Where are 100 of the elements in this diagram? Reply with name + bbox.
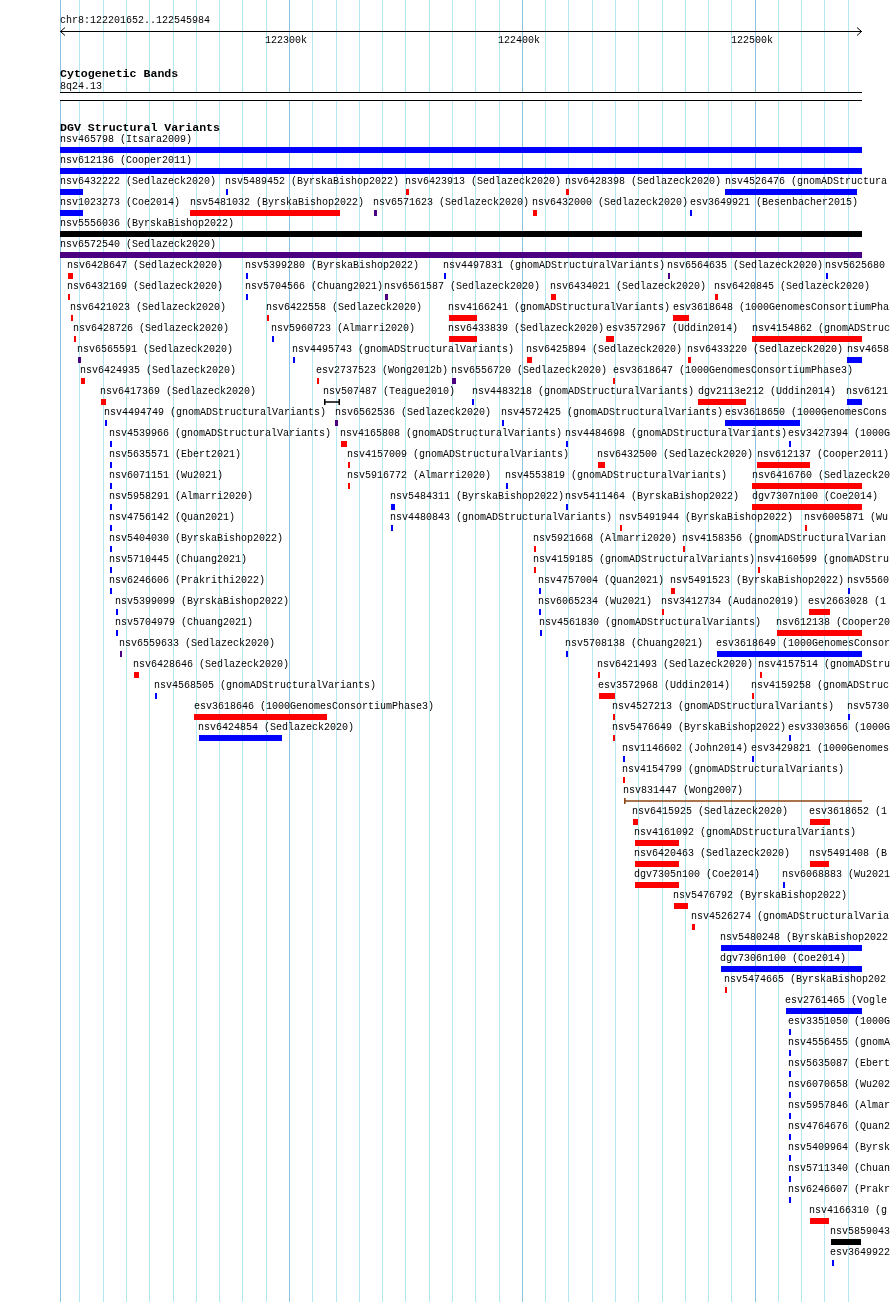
variant-label: nsv6564635 (Sedlazeck2020): [667, 260, 824, 272]
variant-label: nsv6420463 (Sedlazeck2020): [634, 848, 791, 860]
variant-label: esv3649922: [830, 1247, 890, 1259]
variant-label: nsv5491944 (ByrskaBishop2022): [619, 512, 794, 524]
track-title: DGV Structural Variants: [60, 121, 221, 134]
variant-label: nsv5960723 (Almarri2020): [271, 323, 416, 335]
variant-label: nsv4658: [847, 344, 889, 356]
variant-label: nsv6424854 (Sedlazeck2020): [198, 722, 355, 734]
variant-label: esv2663028 (1: [808, 596, 886, 608]
variant-label: nsv6421023 (Sedlazeck2020): [70, 302, 227, 314]
variant-label: nsv6556720 (Sedlazeck2020): [451, 365, 608, 377]
variant-label: dgv2113e212 (Uddin2014): [698, 386, 837, 398]
variant-label: nsv5476792 (ByrskaBishop2022): [673, 890, 848, 902]
variant-label: nsv5484311 (ByrskaBishop2022): [390, 491, 565, 503]
variant-label: nsv5404030 (ByrskaBishop2022): [109, 533, 284, 545]
variant-label: nsv4158356 (gnomADStructuralVarian: [682, 533, 887, 545]
variant-label: nsv5730: [847, 701, 889, 713]
variant-label: nsv6068883 (Wu2021: [782, 869, 890, 881]
variant-label: nsv1023273 (Coe2014): [60, 197, 181, 209]
variant-label: nsv4494749 (gnomADStructuralVariants): [104, 407, 327, 419]
variant-label: nsv6005871 (Wu: [804, 512, 888, 524]
variant-label: nsv507487 (Teague2010): [323, 386, 456, 398]
variant-label: nsv6121: [846, 386, 888, 398]
variant-label: nsv6562536 (Sedlazeck2020): [335, 407, 492, 419]
variant-label: nsv6559633 (Sedlazeck2020): [119, 638, 276, 650]
variant-label: esv3572967 (Uddin2014): [606, 323, 739, 335]
variant-label: nsv6432222 (Sedlazeck2020): [60, 176, 217, 188]
variant-label: nsv4483218 (gnomADStructuralVariants): [472, 386, 695, 398]
variant-label: nsv5635571 (Ebert2021): [109, 449, 242, 461]
variant-label: nsv6432500 (Sedlazeck2020): [597, 449, 754, 461]
variant-label: nsv6071151 (Wu2021): [109, 470, 224, 482]
variant-label: nsv4539966 (gnomADStructuralVariants): [109, 428, 332, 440]
variant-label: nsv4495743 (gnomADStructuralVariants): [292, 344, 515, 356]
variant-label: esv3427394 (1000G: [788, 428, 890, 440]
variant-label: nsv5958291 (Almarri2020): [109, 491, 254, 503]
variant-label: nsv5399099 (ByrskaBishop2022): [115, 596, 290, 608]
variant-label: nsv6432169 (Sedlazeck2020): [67, 281, 224, 293]
variant-label: nsv6565591 (Sedlazeck2020): [77, 344, 234, 356]
variant-label: nsv6415925 (Sedlazeck2020): [632, 806, 789, 818]
variant-label: nsv4556455 (gnomA: [788, 1037, 890, 1049]
variant-label: nsv5476649 (ByrskaBishop2022): [612, 722, 787, 734]
variant-label: nsv4154799 (gnomADStructuralVariants): [622, 764, 845, 776]
variant-label: nsv4160599 (gnomADStru: [757, 554, 890, 566]
axis-tick-label: 122300k: [265, 35, 307, 47]
variant-label: nsv4527213 (gnomADStructuralVariants): [612, 701, 835, 713]
variant-label: nsv6434021 (Sedlazeck2020): [550, 281, 707, 293]
variant-label: nsv4166241 (gnomADStructuralVariants): [448, 302, 671, 314]
axis-tick-label: 122500k: [731, 35, 773, 47]
variant-label: dgv7306n100 (Coe2014): [720, 953, 847, 965]
variant-label: nsv4154862 (gnomADStruc: [752, 323, 890, 335]
variant-label: nsv6432000 (Sedlazeck2020): [532, 197, 689, 209]
variant-label: nsv5635087 (Ebert: [788, 1058, 890, 1070]
variant-label: nsv4484698 (gnomADStructuralVariants): [565, 428, 788, 440]
variant-label: nsv4756142 (Quan2021): [109, 512, 236, 524]
variant-label: nsv6421493 (Sedlazeck2020): [597, 659, 754, 671]
variant-label: nsv4568505 (gnomADStructuralVariants): [154, 680, 377, 692]
variant-label: nsv6425894 (Sedlazeck2020): [526, 344, 683, 356]
variant-label: esv3649921 (Besenbacher2015): [690, 197, 859, 209]
variant-label: nsv4165808 (gnomADStructuralVariants): [340, 428, 563, 440]
variant-label: nsv4757004 (Quan2021): [538, 575, 665, 587]
variant-label: esv3429821 (1000Genomes: [751, 743, 890, 755]
variant-label: nsv6246607 (Prakr: [788, 1184, 890, 1196]
variant-label: nsv4166310 (g: [809, 1205, 887, 1217]
variant-label: nsv1146602 (John2014): [622, 743, 749, 755]
variant-label: dgv7305n100 (Coe2014): [634, 869, 761, 881]
chromosome-range-label: chr8:122201652..122545984: [60, 15, 211, 27]
variant-label: nsv4159258 (gnomADStruc: [751, 680, 890, 692]
variant-label: nsv6572540 (Sedlazeck2020): [60, 239, 217, 251]
variant-label: nsv4561830 (gnomADStructuralVariants): [539, 617, 762, 629]
variant-label: nsv5491523 (ByrskaBishop2022): [670, 575, 845, 587]
variant-label: nsv4553819 (gnomADStructuralVariants): [505, 470, 728, 482]
variant-label: nsv4572425 (gnomADStructuralVariants): [501, 407, 724, 419]
variant-label: nsv5708138 (Chuang2021): [565, 638, 704, 650]
variant-label: esv3572968 (Uddin2014): [598, 680, 731, 692]
variant-label: nsv6433839 (Sedlazeck2020): [448, 323, 605, 335]
variant-label: nsv6428398 (Sedlazeck2020): [565, 176, 722, 188]
variant-label: nsv4157009 (gnomADStructuralVariants): [347, 449, 570, 461]
variant-label: nsv4526476 (gnomADStructura: [725, 176, 888, 188]
variant-label: nsv6428726 (Sedlazeck2020): [73, 323, 230, 335]
variant-label: dgv7307n100 (Coe2014): [752, 491, 879, 503]
variant-label: esv3303656 (1000G: [788, 722, 890, 734]
variant-label: nsv5491408 (B: [809, 848, 887, 860]
variant-label: nsv5859043: [830, 1226, 890, 1238]
variant-label: nsv5480248 (ByrskaBishop2022: [720, 932, 889, 944]
variant-label: nsv5704979 (Chuang2021): [115, 617, 254, 629]
variant-label: nsv5409964 (Byrsk: [788, 1142, 890, 1154]
variant-label: nsv4764676 (Quan2: [788, 1121, 890, 1133]
variant-label: nsv5704566 (Chuang2021): [245, 281, 384, 293]
track-title: Cytogenetic Bands: [60, 67, 179, 81]
axis-tick-label: 122400k: [498, 35, 540, 47]
variant-label: nsv5916772 (Almarri2020): [347, 470, 492, 482]
variant-label: nsv465798 (Itsara2009): [60, 134, 193, 146]
variant-label: nsv612137 (Cooper2011): [757, 449, 890, 461]
variant-label: nsv5560: [847, 575, 889, 587]
variant-label: nsv6424935 (Sedlazeck2020): [80, 365, 237, 377]
variant-label: nsv4480843 (gnomADStructuralVariants): [390, 512, 613, 524]
variant-label: esv2761465 (Vogle: [785, 995, 888, 1007]
variant-label: nsv4157514 (gnomADStru: [758, 659, 890, 671]
variant-label: esv3618646 (1000GenomesConsortiumPhase3): [194, 701, 435, 713]
variant-label: nsv6561587 (Sedlazeck2020): [384, 281, 541, 293]
